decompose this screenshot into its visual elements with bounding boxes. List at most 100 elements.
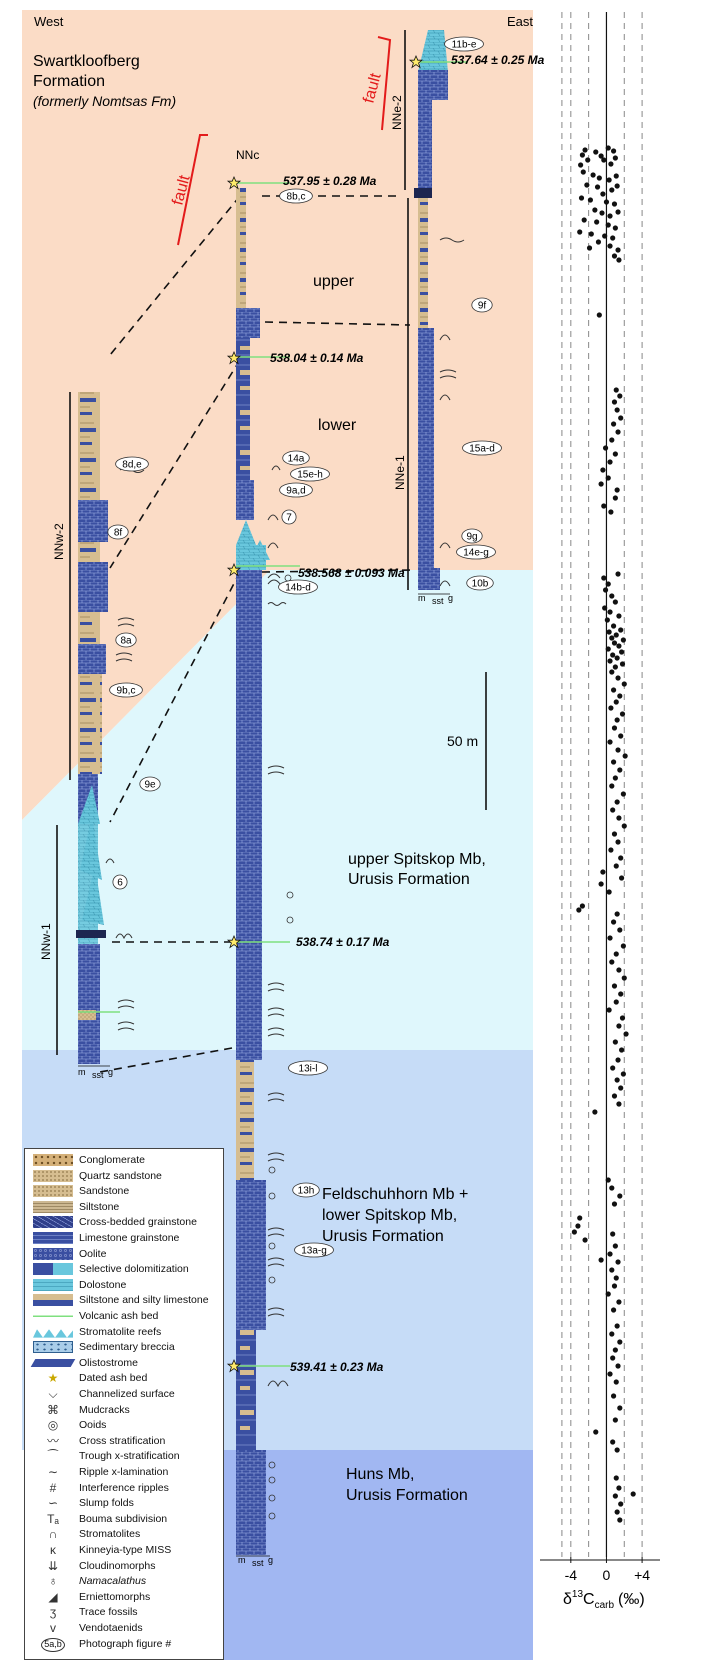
data-point xyxy=(615,1363,621,1369)
data-point xyxy=(601,503,607,509)
data-point xyxy=(615,247,621,253)
svg-text:8d,e: 8d,e xyxy=(122,460,142,471)
data-point xyxy=(609,593,615,599)
ern-swatch: ◢ xyxy=(48,1589,58,1604)
legend-item: Oolite xyxy=(25,1247,221,1261)
legend-item: Limestone grainstone xyxy=(25,1231,221,1245)
ooid-symbols xyxy=(268,574,294,1520)
data-point xyxy=(616,613,622,619)
unit-label-feld-2: lower Spitskop Mb, xyxy=(322,1207,457,1224)
legend-label: Bouma subdivision xyxy=(79,1512,168,1525)
svg-text:7: 7 xyxy=(286,513,292,524)
legend-item: Selective dolomitization xyxy=(25,1262,221,1276)
data-point xyxy=(600,191,606,197)
unit-label-feld: Feldschuhhorn Mb + xyxy=(322,1186,468,1203)
photo-figure-badge: 15e-h xyxy=(290,466,330,482)
photo-figure-badge: 7 xyxy=(281,509,297,525)
data-point xyxy=(598,153,604,159)
legend-item: Volcanic ash bed xyxy=(25,1309,221,1323)
photo-figure-badge: 11b-e xyxy=(444,36,484,52)
unit-label-feld-fm: Urusis Formation xyxy=(322,1228,444,1245)
data-point xyxy=(607,739,613,745)
correlation-lines xyxy=(99,195,414,1073)
legend-label: Interference ripples xyxy=(79,1481,169,1494)
data-point xyxy=(607,1371,613,1377)
legend-label: Photograph figure # xyxy=(79,1637,172,1650)
silt-swatch xyxy=(33,1200,73,1213)
data-point xyxy=(598,881,604,887)
data-point xyxy=(612,1347,618,1353)
data-point xyxy=(609,669,615,675)
data-point xyxy=(616,1023,622,1029)
data-point xyxy=(585,157,591,163)
grain-g: g xyxy=(448,593,453,603)
svg-text:14a: 14a xyxy=(288,454,305,465)
data-point xyxy=(621,975,627,981)
legend-item: ◎Ooids xyxy=(25,1418,221,1432)
data-point xyxy=(579,152,586,158)
legend-label: Sedimentary breccia xyxy=(79,1341,175,1354)
data-point xyxy=(576,907,582,913)
data-point xyxy=(610,652,616,658)
data-point xyxy=(615,571,621,577)
svg-text:15a-d: 15a-d xyxy=(469,444,495,455)
legend-label: Namacalathus xyxy=(79,1575,147,1588)
photo-figure-badge: 9f xyxy=(471,297,493,313)
legend-label: Mudcracks xyxy=(79,1403,130,1416)
legend-item: Sedimentary breccia xyxy=(25,1340,221,1354)
vendo-swatch: v xyxy=(50,1621,56,1635)
ash-swatch xyxy=(33,1310,73,1322)
data-point xyxy=(617,1339,623,1345)
legend-label: Selective dolomitization xyxy=(79,1263,189,1276)
data-point xyxy=(605,145,611,151)
legend-label: Cross-bedded grainstone xyxy=(79,1216,197,1229)
data-point xyxy=(587,197,594,203)
star-swatch: ★ xyxy=(47,1371,59,1386)
star-icon xyxy=(226,1358,242,1373)
data-point xyxy=(617,927,623,933)
data-point xyxy=(618,415,624,421)
data-point xyxy=(615,209,621,215)
legend-item: ⌘ Mudcracks xyxy=(25,1403,221,1417)
grain-g: g xyxy=(268,1555,273,1565)
data-point xyxy=(594,184,601,190)
photo-figure-badge: 9b,c xyxy=(109,682,143,698)
data-point xyxy=(610,1355,616,1361)
data-point xyxy=(605,1177,611,1183)
data-point xyxy=(616,1485,622,1491)
grain-sst: sst xyxy=(92,1070,104,1080)
legend-label: Cloudinomorphs xyxy=(79,1559,156,1572)
data-point xyxy=(609,437,615,443)
unit-label-upper-spitskop: upper Spitskop Mb, xyxy=(348,851,486,868)
photo-figure-badge: 13i-l xyxy=(288,1060,328,1076)
data-point xyxy=(610,1065,616,1071)
svg-text:8a: 8a xyxy=(120,636,132,647)
svg-text:9a,d: 9a,d xyxy=(286,486,305,497)
data-point xyxy=(619,1047,625,1053)
data-point xyxy=(605,581,611,587)
fault-line-west xyxy=(177,134,208,246)
svg-text:14b-d: 14b-d xyxy=(285,583,311,594)
data-point xyxy=(614,1077,620,1083)
star-icon xyxy=(226,934,242,949)
data-point xyxy=(582,147,588,153)
data-point xyxy=(615,1259,621,1265)
photo-figure-badge: 14b-d xyxy=(278,579,318,595)
photo-figure-badge: 14e-g xyxy=(456,544,496,560)
photo-figure-badge: 8d,e xyxy=(115,456,149,472)
xstrat-swatch: 〰 xyxy=(46,1433,59,1448)
west-label: West xyxy=(34,14,64,29)
dol-swatch xyxy=(33,1278,73,1291)
date-label: 538.74 ± 0.17 Ma xyxy=(296,935,390,949)
legend-item: Stromatolite reefs xyxy=(25,1325,221,1339)
trough-swatch: ⁀ xyxy=(48,1449,58,1464)
data-point xyxy=(615,1057,621,1063)
date-label: 539.41 ± 0.23 Ma xyxy=(290,1360,384,1374)
data-point xyxy=(611,725,618,731)
data-point xyxy=(612,664,618,670)
data-point xyxy=(613,632,619,638)
mudcrack-swatch: ⌘ xyxy=(47,1402,59,1417)
legend-label: Dolostone xyxy=(79,1278,127,1291)
date-label: 538.04 ± 0.14 Ma xyxy=(270,351,364,365)
